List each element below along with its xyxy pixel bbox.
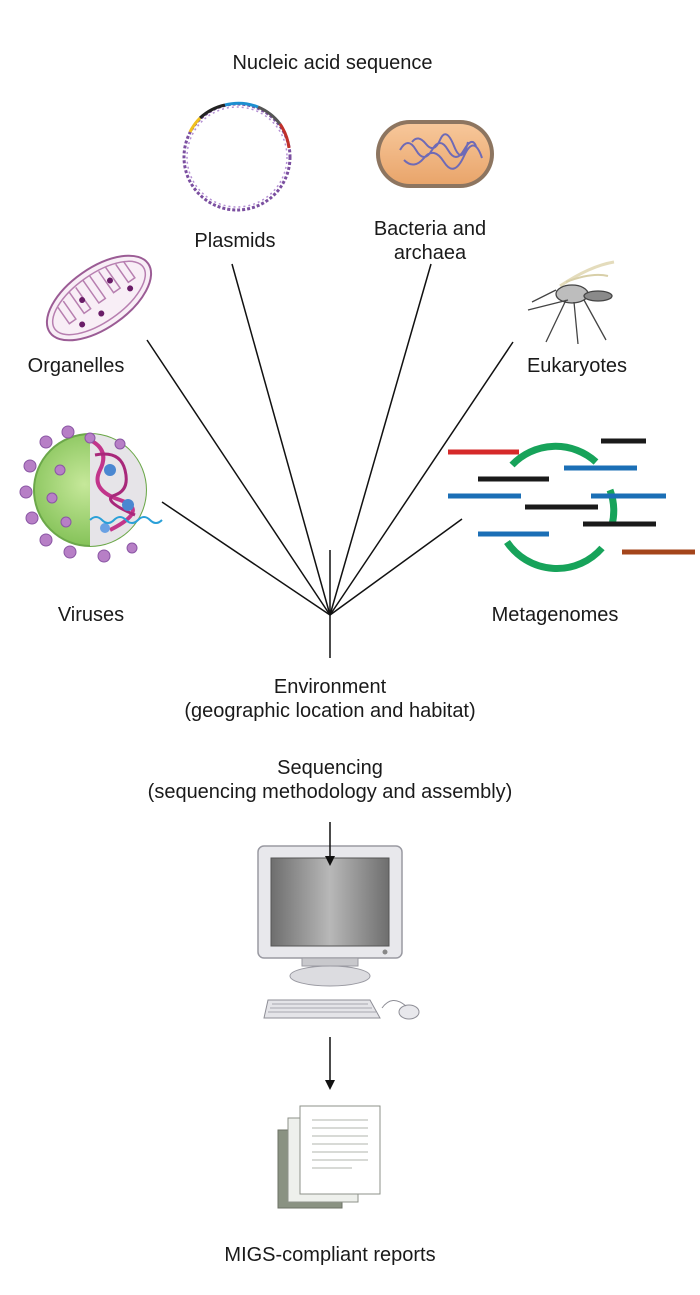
sequencing-title: Sequencing <box>277 757 383 779</box>
label-viruses: Viruses <box>57 604 125 626</box>
bacterium-icon <box>376 120 494 188</box>
branch-metagenomes <box>329 518 463 616</box>
label-metagenomes: Metagenomes <box>491 604 619 626</box>
environment-label: Environment (geographic location and hab… <box>130 675 530 723</box>
label-organelles: Organelles <box>27 355 125 377</box>
mitochondrion-icon <box>45 254 153 342</box>
environment-title: Environment <box>273 676 387 698</box>
label-bacteria-archaea: Bacteria and archaea <box>360 217 500 265</box>
label-plasmids: Plasmids <box>194 230 276 252</box>
virus-icon <box>19 425 163 563</box>
diagram-title: Nucleic acid sequence <box>232 52 433 74</box>
branch-bacteria <box>329 263 432 616</box>
reports-label: MIGS-compliant reports <box>224 1244 436 1266</box>
environment-detail: (geographic location and habitat) <box>184 700 476 722</box>
branch-organelles <box>146 339 331 616</box>
branch-viruses <box>161 501 331 616</box>
document-stack-icon <box>277 1105 381 1209</box>
sequencing-detail: (sequencing methodology and assembly) <box>147 781 513 803</box>
label-bacteria-line2: archaea <box>393 242 467 264</box>
sequencing-label: Sequencing (sequencing methodology and a… <box>100 756 560 804</box>
mosquito-icon <box>527 260 615 345</box>
plasmid-icon <box>182 101 292 212</box>
metagenome-reads-icon <box>448 438 695 572</box>
branch-plasmids <box>231 263 331 616</box>
label-bacteria-line1: Bacteria and <box>373 218 487 240</box>
branch-eukaryotes <box>329 341 514 616</box>
label-eukaryotes: Eukaryotes <box>526 355 628 377</box>
sequencing-to-computer-arrow <box>325 822 335 866</box>
computer-to-reports-arrow <box>325 1037 335 1090</box>
tree-lines <box>146 263 514 658</box>
computer-icon <box>257 845 420 1020</box>
